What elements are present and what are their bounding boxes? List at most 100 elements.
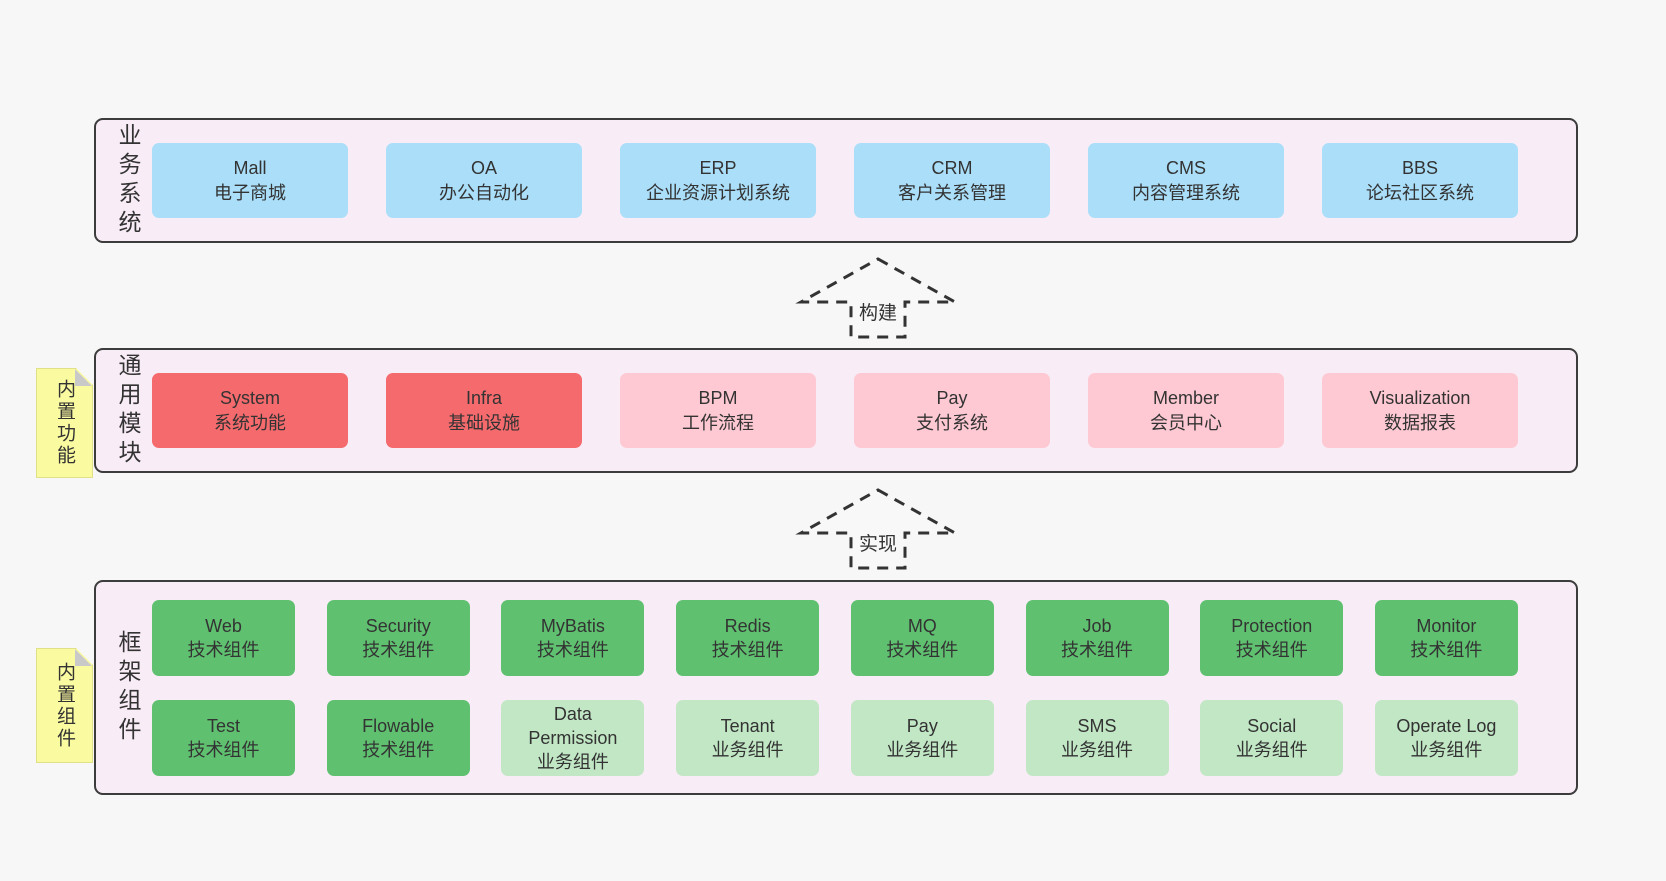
box-name: Job bbox=[1082, 615, 1112, 636]
box-member: Member 会员中心 bbox=[1088, 373, 1284, 448]
components-row-1: Web 技术组件 Security 技术组件 MyBatis 技术组件 Redi… bbox=[152, 599, 1518, 676]
box-erp: ERP 企业资源计划系统 bbox=[620, 143, 816, 218]
box-name: BPM bbox=[698, 387, 738, 408]
box-cms: CMS 内容管理系统 bbox=[1088, 143, 1284, 218]
box-name: Web bbox=[205, 615, 242, 636]
band-common-modules: 通用模块 System 系统功能 Infra 基础设施 BPM 工作流程 Pay… bbox=[94, 348, 1578, 473]
box-desc: 技术组件 bbox=[362, 739, 435, 760]
box-desc: 技术组件 bbox=[1061, 639, 1134, 660]
box-bbs: BBS 论坛社区系统 bbox=[1322, 143, 1518, 218]
box-name: Pay bbox=[906, 715, 938, 736]
box-desc: 支付系统 bbox=[916, 412, 988, 433]
box-name: Member bbox=[1152, 387, 1219, 408]
box-name: Data Permission bbox=[528, 703, 618, 748]
box-desc: 系统功能 bbox=[214, 412, 286, 433]
box-monitor: Monitor 技术组件 bbox=[1374, 599, 1518, 676]
box-web: Web 技术组件 bbox=[152, 599, 295, 676]
box-desc: 企业资源计划系统 bbox=[646, 182, 790, 203]
box-flowable: Flowable 技术组件 bbox=[326, 699, 470, 776]
box-desc: 工作流程 bbox=[682, 412, 754, 433]
box-desc: 技术组件 bbox=[711, 639, 784, 660]
box-name: Test bbox=[206, 715, 240, 736]
box-name: Protection bbox=[1231, 615, 1313, 636]
box-desc: 客户关系管理 bbox=[898, 182, 1006, 203]
band-business-systems-label: 业务系统 bbox=[115, 122, 141, 239]
box-protection: Protection 技术组件 bbox=[1200, 599, 1344, 676]
folded-corner-icon bbox=[75, 649, 92, 666]
box-desc: 技术组件 bbox=[1235, 639, 1308, 660]
band-business-systems: 业务系统 Mall 电子商城 OA 办公自动化 ERP 企业资源计划系统 CRM… bbox=[94, 118, 1578, 243]
box-pay: Pay 支付系统 bbox=[854, 373, 1050, 448]
box-desc: 技术组件 bbox=[362, 639, 435, 660]
box-bpm: BPM 工作流程 bbox=[620, 373, 816, 448]
band-framework-components-label: 框架组件 bbox=[115, 629, 141, 746]
box-desc: 技术组件 bbox=[187, 639, 260, 660]
box-desc: 技术组件 bbox=[536, 639, 609, 660]
band-framework-components-content: Web 技术组件 Security 技术组件 MyBatis 技术组件 Redi… bbox=[152, 582, 1518, 793]
box-name: Security bbox=[365, 615, 431, 636]
box-name: Operate Log bbox=[1396, 715, 1497, 736]
box-desc: 业务组件 bbox=[711, 739, 784, 760]
box-tenant: Tenant 业务组件 bbox=[676, 699, 820, 776]
build-arrow-label: 构建 bbox=[854, 298, 902, 325]
box-name: ERP bbox=[699, 157, 737, 178]
box-job: Job 技术组件 bbox=[1025, 599, 1169, 676]
band-framework-components: 框架组件 Web 技术组件 Security 技术组件 MyBatis 技术组件… bbox=[94, 580, 1578, 795]
box-name: Social bbox=[1247, 715, 1297, 736]
box-desc: 业务组件 bbox=[886, 739, 959, 760]
box-desc: 办公自动化 bbox=[439, 182, 529, 203]
box-desc: 数据报表 bbox=[1384, 412, 1456, 433]
box-desc: 技术组件 bbox=[886, 639, 959, 660]
box-security: Security 技术组件 bbox=[326, 599, 470, 676]
note-built-in-features: 内置功能 bbox=[36, 368, 93, 478]
box-name: Visualization bbox=[1369, 387, 1471, 408]
box-desc: 论坛社区系统 bbox=[1366, 182, 1474, 203]
box-name: Tenant bbox=[720, 715, 775, 736]
components-row-2: Test 技术组件 Flowable 技术组件 Data Permission … bbox=[152, 699, 1518, 776]
box-name: CMS bbox=[1166, 157, 1206, 178]
box-data-permission: Data Permission 业务组件 bbox=[501, 699, 645, 776]
box-desc: 业务组件 bbox=[1235, 739, 1308, 760]
implement-arrow-label: 实现 bbox=[854, 529, 902, 556]
band-business-systems-content: Mall 电子商城 OA 办公自动化 ERP 企业资源计划系统 CRM 客户关系… bbox=[152, 120, 1518, 241]
box-name: Pay bbox=[936, 387, 968, 408]
box-name: Flowable bbox=[362, 715, 435, 736]
box-name: Redis bbox=[724, 615, 771, 636]
box-social: Social 业务组件 bbox=[1200, 699, 1344, 776]
box-name: OA bbox=[470, 157, 497, 178]
note-built-in-components-label: 内置组件 bbox=[54, 661, 75, 750]
box-name: MyBatis bbox=[540, 615, 605, 636]
implement-arrow: 实现 bbox=[793, 487, 963, 571]
box-visualization: Visualization 数据报表 bbox=[1322, 373, 1518, 448]
box-desc: 业务组件 bbox=[1410, 739, 1483, 760]
folded-corner-icon bbox=[75, 369, 92, 386]
box-test: Test 技术组件 bbox=[152, 699, 295, 776]
box-name: Monitor bbox=[1416, 615, 1477, 636]
box-desc: 业务组件 bbox=[536, 751, 609, 772]
box-name: Mall bbox=[233, 157, 267, 178]
box-name: CRM bbox=[931, 157, 973, 178]
box-desc: 基础设施 bbox=[448, 412, 520, 433]
box-redis: Redis 技术组件 bbox=[676, 599, 820, 676]
box-oa: OA 办公自动化 bbox=[386, 143, 582, 218]
band-common-modules-content: System 系统功能 Infra 基础设施 BPM 工作流程 Pay 支付系统… bbox=[152, 350, 1518, 471]
box-name: SMS bbox=[1077, 715, 1117, 736]
build-arrow: 构建 bbox=[793, 256, 963, 340]
box-sms: SMS 业务组件 bbox=[1025, 699, 1169, 776]
box-name: Infra bbox=[465, 387, 503, 408]
box-desc: 业务组件 bbox=[1061, 739, 1134, 760]
box-infra: Infra 基础设施 bbox=[386, 373, 582, 448]
box-name: System bbox=[219, 387, 280, 408]
box-desc: 内容管理系统 bbox=[1132, 182, 1240, 203]
box-system: System 系统功能 bbox=[152, 373, 348, 448]
box-crm: CRM 客户关系管理 bbox=[854, 143, 1050, 218]
box-desc: 电子商城 bbox=[214, 182, 286, 203]
box-name: BBS bbox=[1401, 157, 1439, 178]
band-common-modules-label: 通用模块 bbox=[115, 352, 141, 469]
box-name: MQ bbox=[907, 615, 937, 636]
box-pay-business: Pay 业务组件 bbox=[850, 699, 994, 776]
box-desc: 技术组件 bbox=[1410, 639, 1483, 660]
box-mybatis: MyBatis 技术组件 bbox=[501, 599, 645, 676]
box-mall: Mall 电子商城 bbox=[152, 143, 348, 218]
